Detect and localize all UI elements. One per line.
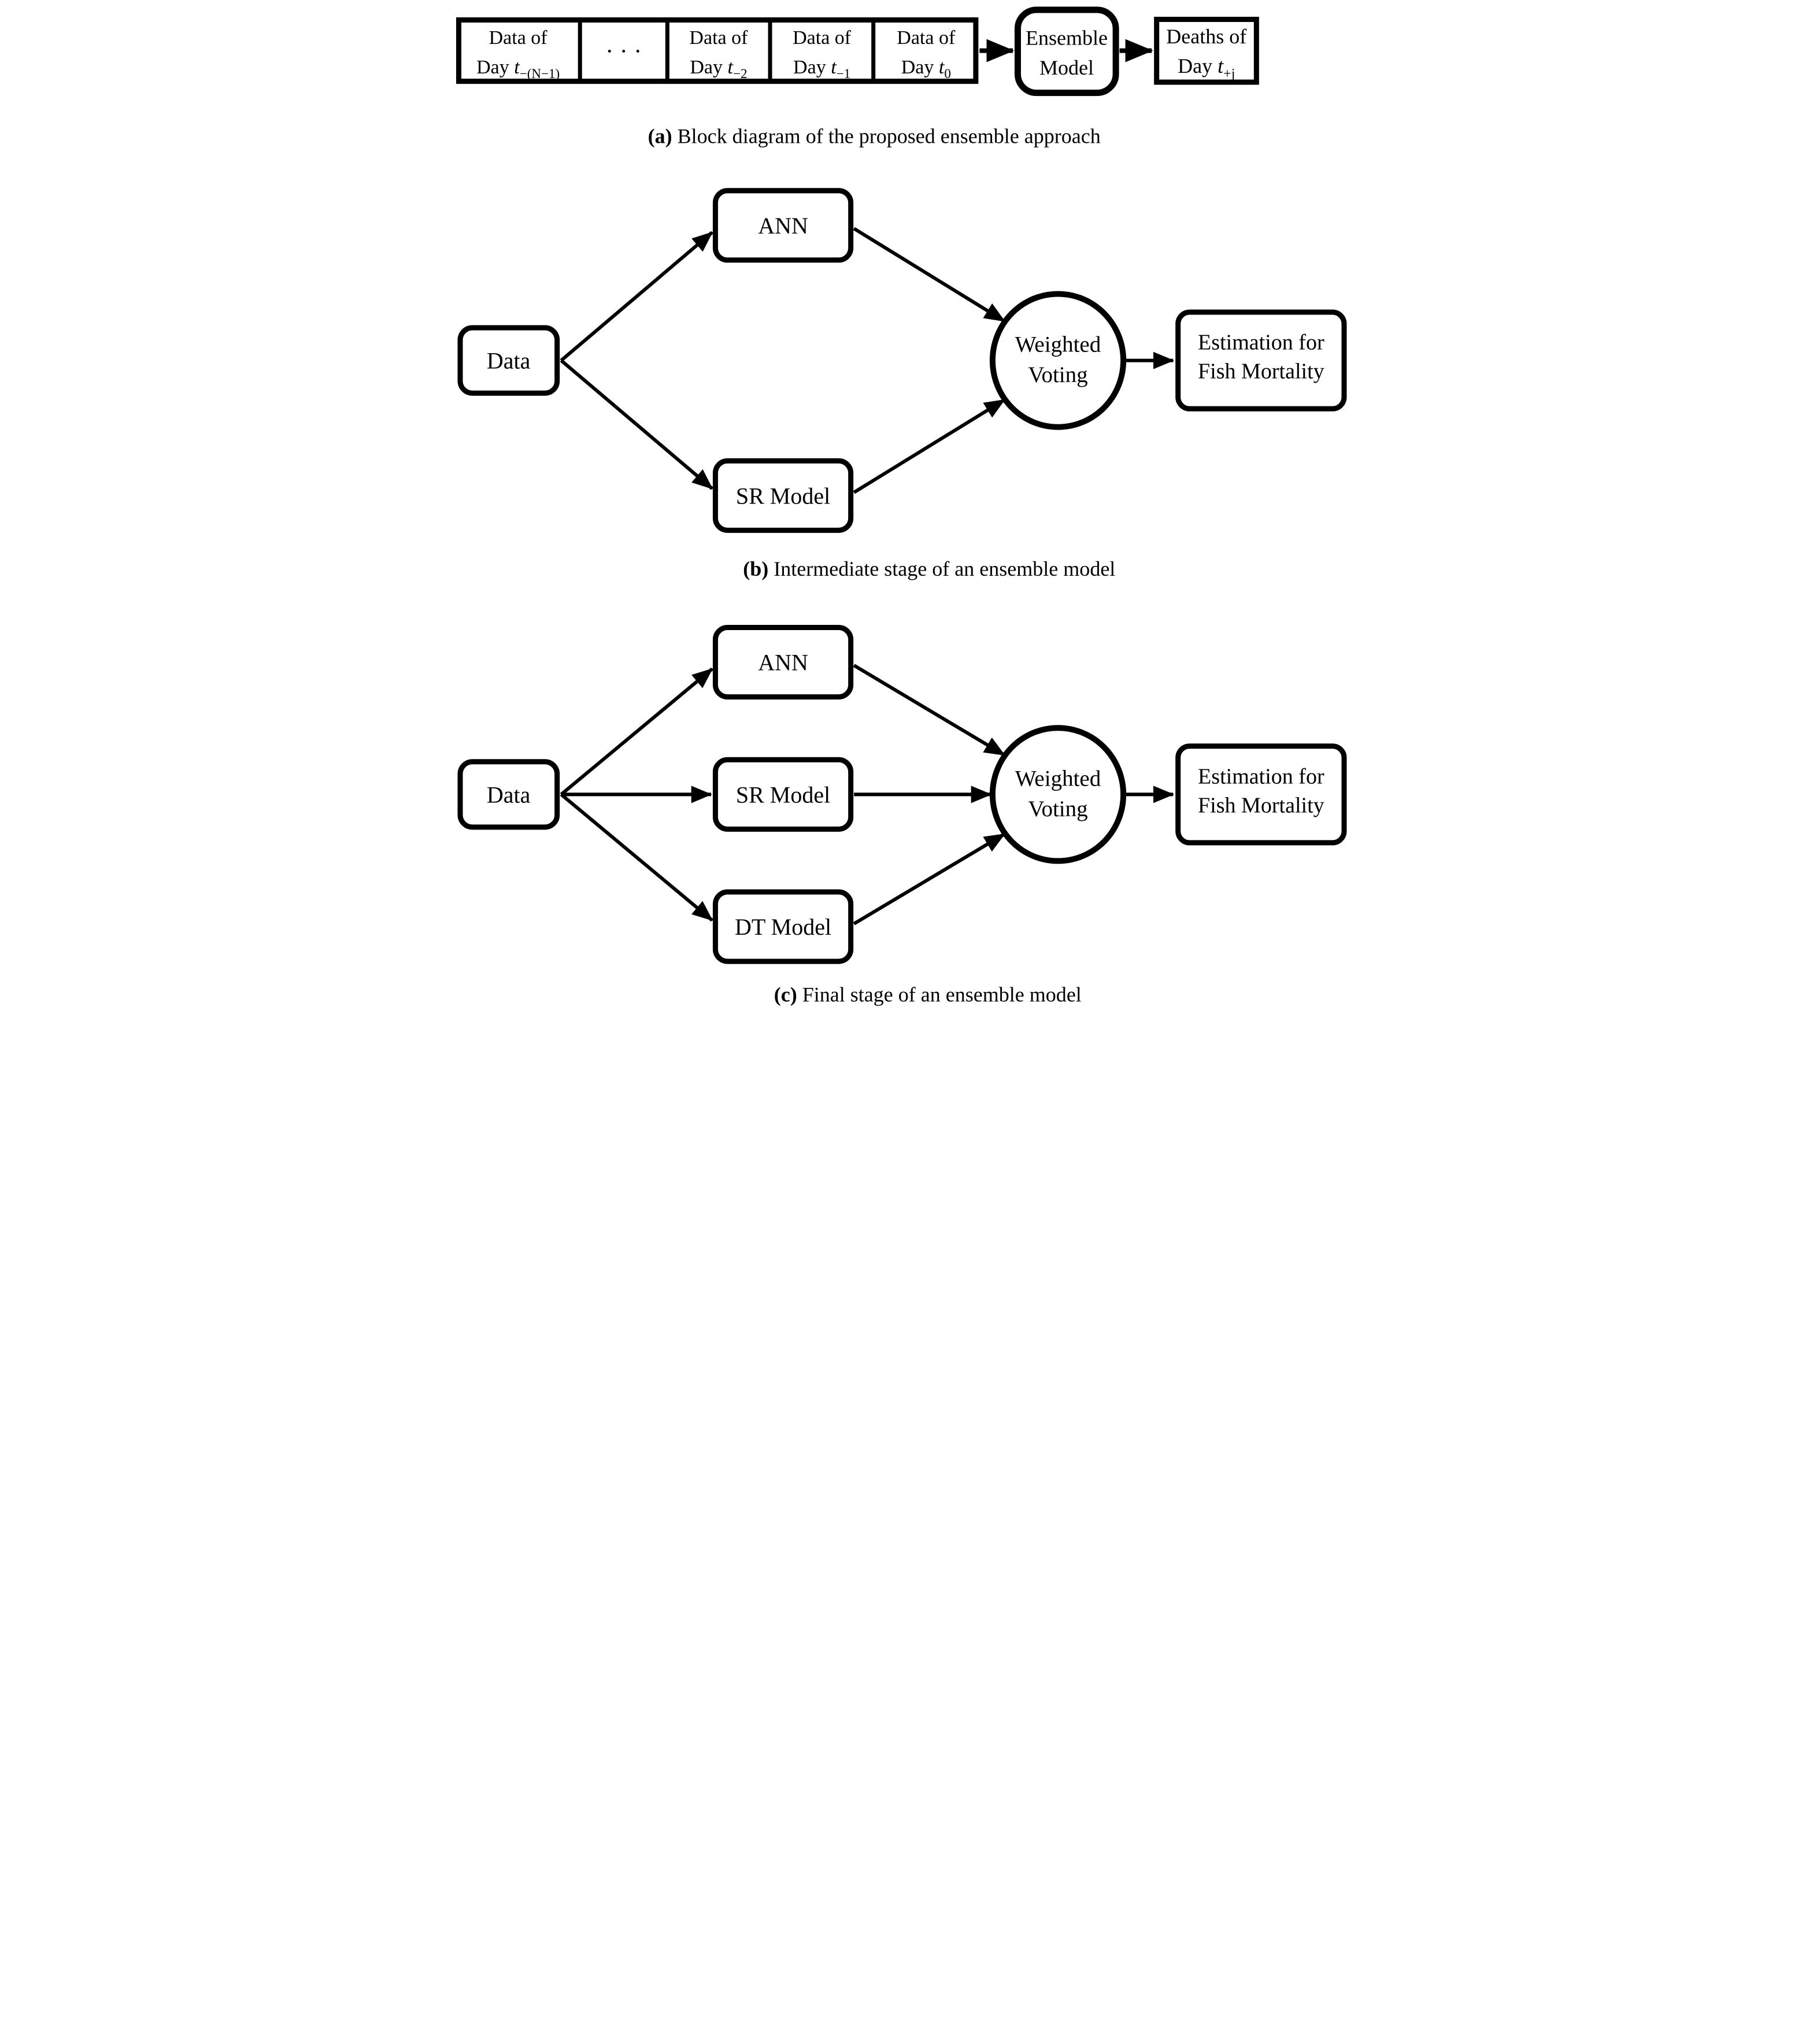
diagram-b: Data ANN SR Model Weighted Voting Estima… xyxy=(457,188,1346,580)
ensemble-figure: Data of Day t−(N−1) · · · Data of Day t−… xyxy=(450,0,1352,1023)
estimation-label-b-line2: Fish Mortality xyxy=(1198,360,1324,384)
arrow-ann-to-voting-b xyxy=(853,227,1005,323)
sr-model-label-b: SR Model xyxy=(735,483,830,509)
cell-day-t-minus-n-line2: Day t−(N−1) xyxy=(476,57,560,81)
weighted-voting-ellipse-b xyxy=(989,291,1126,430)
estimation-label-b-line1: Estimation for xyxy=(1198,331,1324,355)
cell-day-t-minus-2-line2: Day t−2 xyxy=(690,57,747,81)
deaths-box xyxy=(1153,17,1259,85)
input-window-row xyxy=(456,17,978,84)
estimation-label-c-line2: Fish Mortality xyxy=(1198,793,1324,817)
ensemble-model-label-line1: Ensemble xyxy=(1026,27,1108,50)
data-label-c: Data xyxy=(486,782,530,808)
deaths-label-line2: Day t+j xyxy=(1178,54,1235,82)
arrow-data-to-sr-b xyxy=(560,359,713,490)
weighted-voting-ellipse-c xyxy=(989,725,1126,864)
arrow-data-to-dt-c xyxy=(560,793,713,922)
sr-model-box-b xyxy=(712,458,853,533)
figure-canvas: Data of Day t−(N−1) · · · Data of Day t−… xyxy=(450,0,1352,1023)
arrow-dt-to-voting-c xyxy=(853,832,1005,925)
dt-model-label-c: DT Model xyxy=(735,914,831,940)
cell-day-t-0-line2: Day t0 xyxy=(901,57,950,81)
weighted-voting-label-c-line1: Weighted xyxy=(1015,766,1101,791)
estimation-label-c-line1: Estimation for xyxy=(1198,764,1324,788)
estimation-box-c xyxy=(1175,743,1346,846)
arrow-data-to-ann-b xyxy=(560,231,713,362)
arrow-sr-to-voting-b xyxy=(853,398,1005,494)
cell-day-t-minus-n-line1: Data of xyxy=(489,27,547,49)
weighted-voting-label-c-line2: Voting xyxy=(1028,797,1087,821)
weighted-voting-label-b-line1: Weighted xyxy=(1015,332,1101,357)
data-box-c xyxy=(457,759,560,830)
ensemble-model-box xyxy=(1014,6,1119,97)
deaths-label-line1: Deaths of xyxy=(1166,25,1246,48)
dt-model-box-c xyxy=(712,889,853,964)
estimation-box-b xyxy=(1175,309,1346,412)
cell-day-t-minus-2-line1: Data of xyxy=(689,27,748,49)
ann-label-c: ANN xyxy=(758,650,808,676)
caption-c: (c) Final stage of an ensemble model xyxy=(774,983,1081,1006)
cell-day-t-0-line1: Data of xyxy=(897,27,956,49)
cell-ellipsis: · · · xyxy=(605,39,642,65)
caption-a: (a) Block diagram of the proposed ensemb… xyxy=(647,125,1100,148)
data-label-b: Data xyxy=(486,348,530,374)
sr-model-box-c xyxy=(712,757,853,832)
diagram-a: Data of Day t−(N−1) · · · Data of Day t−… xyxy=(456,6,1259,148)
ensemble-model-label-line2: Model xyxy=(1039,56,1094,79)
arrow-ann-to-voting-c xyxy=(853,664,1005,757)
arrow-data-to-ann-c xyxy=(560,667,713,796)
ann-box-c xyxy=(712,625,853,700)
data-box-b xyxy=(457,325,560,396)
ann-box-b xyxy=(712,188,853,263)
cell-day-t-minus-1-line1: Data of xyxy=(793,27,852,49)
ann-label-b: ANN xyxy=(758,213,808,239)
diagram-c: ANN Data SR Model DT Model Weighted Voti… xyxy=(457,625,1346,1006)
cell-day-t-minus-1-line2: Day t−1 xyxy=(793,57,850,81)
sr-model-label-c: SR Model xyxy=(735,782,830,808)
weighted-voting-label-b-line2: Voting xyxy=(1028,362,1087,387)
caption-b: (b) Intermediate stage of an ensemble mo… xyxy=(743,557,1115,580)
